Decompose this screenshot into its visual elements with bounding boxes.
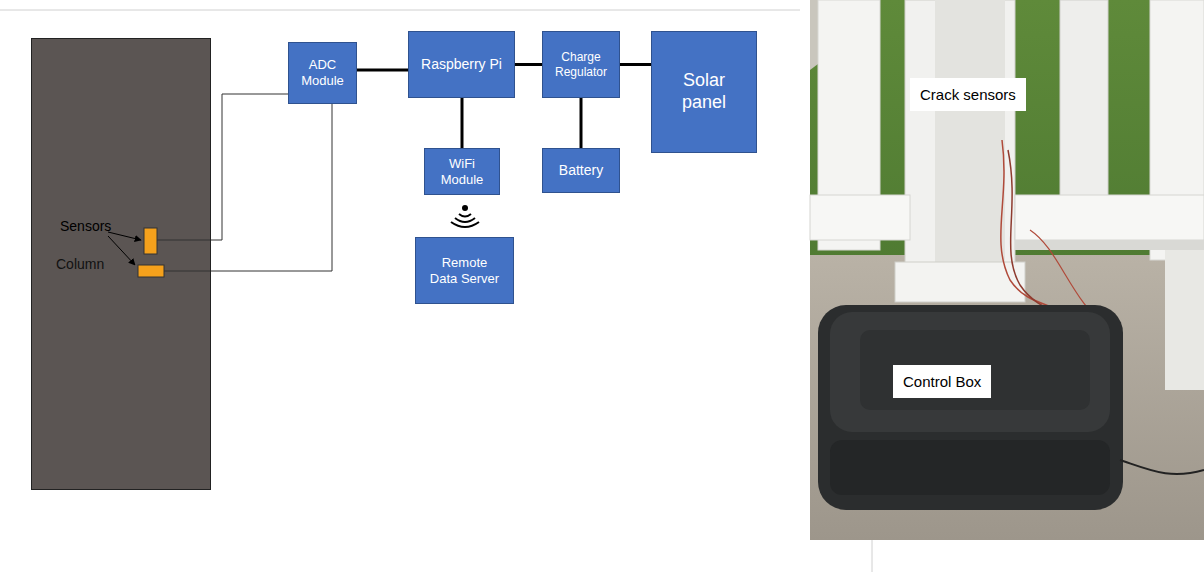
photo-callout: Control Box (893, 365, 991, 398)
structural-column: Column (31, 38, 211, 490)
callout-label: Sensors (60, 218, 111, 234)
process-box: Remote Data Server (415, 237, 514, 304)
wireless-symbol (451, 205, 479, 227)
photo (810, 0, 1204, 540)
node-label: Raspberry Pi (421, 56, 502, 73)
rule-line (0, 10, 800, 11)
node-label: Solar panel (664, 70, 744, 113)
process-box: Charge Regulator (542, 31, 620, 98)
node-label: Remote Data Server (428, 255, 501, 286)
leader-arrow (108, 232, 141, 240)
column-fill (31, 38, 211, 490)
process-box: ADC Module (288, 42, 357, 104)
connector-line (357, 69, 408, 72)
connector-line (515, 63, 542, 66)
process-box: Battery (542, 148, 620, 193)
node-label: Battery (559, 162, 603, 179)
sensor-symbol (138, 265, 164, 277)
node-label: Charge Regulator (548, 50, 614, 79)
sensor-wire (157, 94, 288, 240)
sensor-wire (164, 104, 332, 271)
node-label: Column (56, 256, 104, 273)
connector-line (580, 98, 583, 148)
photo-callout: Crack sensors (910, 78, 1026, 111)
connector-line (461, 98, 464, 148)
connector-line (620, 63, 651, 66)
node-label: ADC Module (294, 57, 351, 88)
sensor-symbol (144, 228, 157, 254)
node-label: WiFi Module (430, 156, 494, 187)
process-box: WiFi Module (424, 148, 500, 195)
rule-line (872, 540, 873, 572)
leader-arrow (108, 236, 135, 265)
process-box: Solar panel (651, 31, 757, 153)
process-box: Raspberry Pi (408, 31, 515, 98)
